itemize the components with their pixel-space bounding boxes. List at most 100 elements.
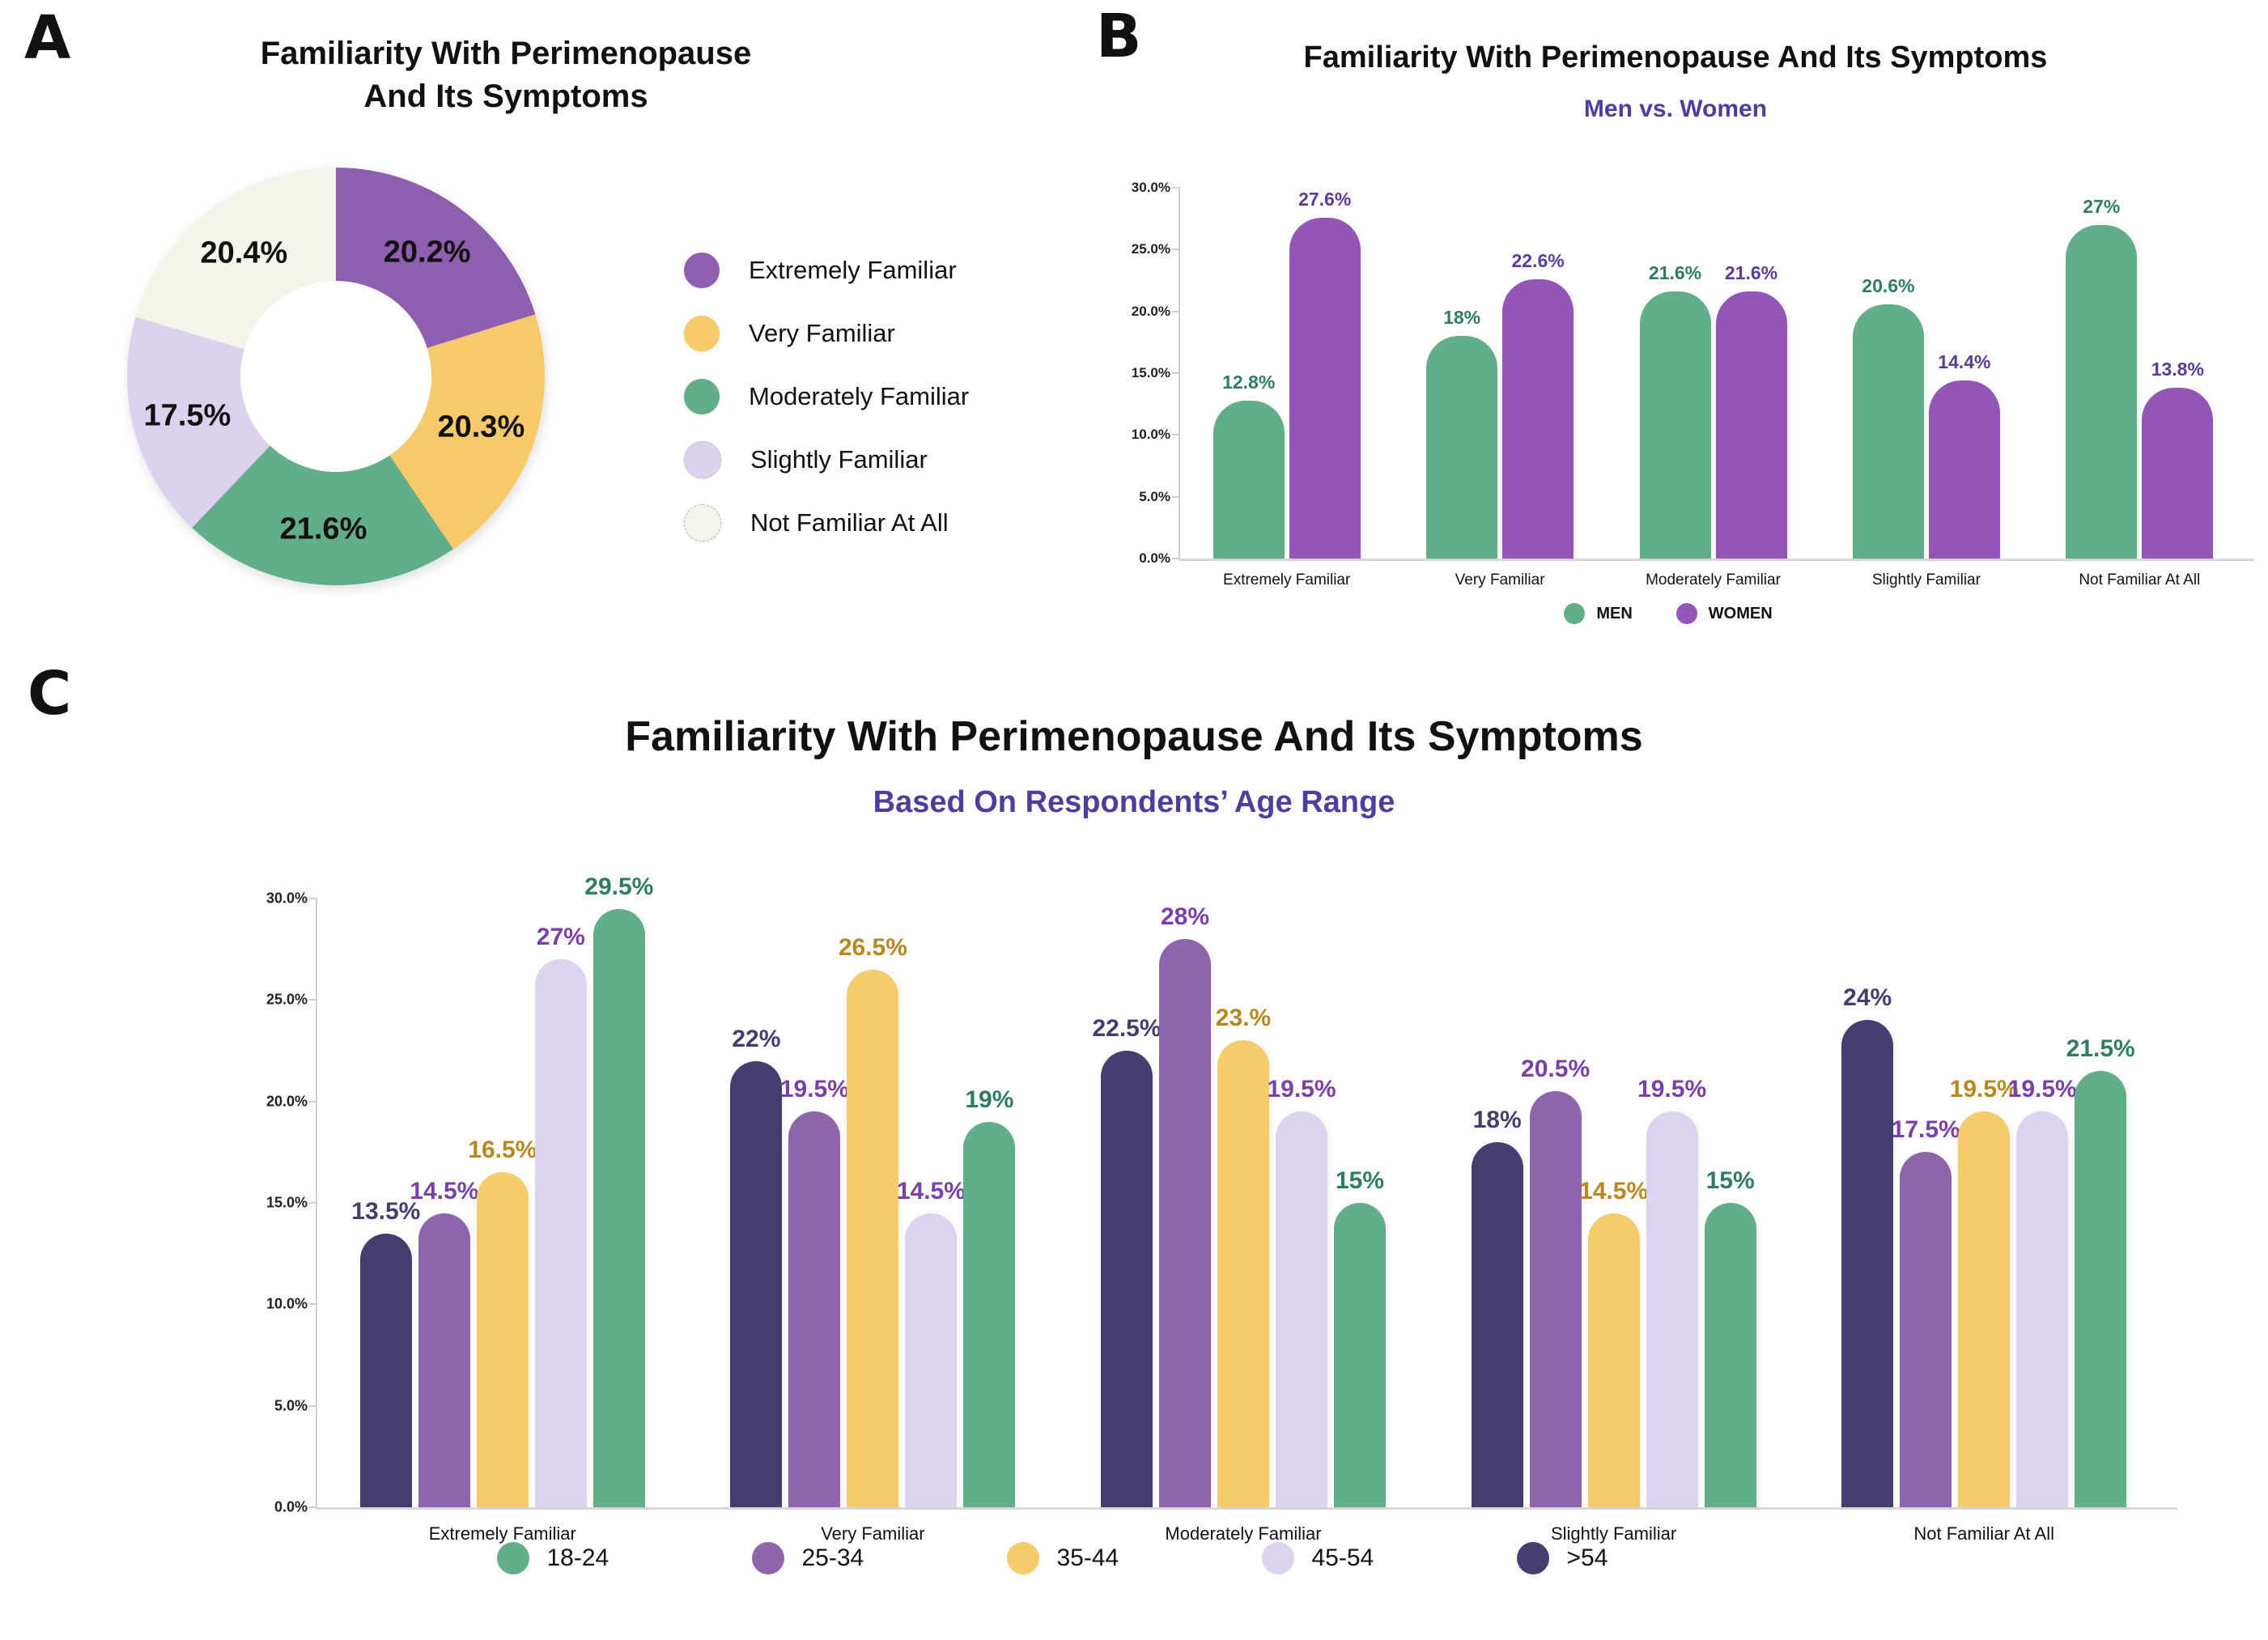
legend-swatch-age_18_24 bbox=[496, 1542, 529, 1574]
panel-a-legend-item[interactable]: Slightly Familiar bbox=[684, 428, 969, 491]
panel-c-title: Familiarity With Perimenopause And Its S… bbox=[625, 713, 1643, 760]
bar[interactable] bbox=[2016, 1111, 2069, 1507]
bar-value-label: 28% bbox=[1160, 903, 1210, 931]
bar-value-label: 22% bbox=[732, 1025, 781, 1052]
x-axis-category-label: Extremely Familiar bbox=[1223, 571, 1351, 588]
panel-a-donut-chart: A Familiarity With Perimenopause And Its… bbox=[0, 0, 1068, 664]
bar[interactable] bbox=[1159, 939, 1211, 1507]
bar[interactable] bbox=[1715, 291, 1787, 559]
bar[interactable] bbox=[1639, 291, 1711, 559]
bar-value-label: 20.5% bbox=[1521, 1056, 1591, 1083]
legend-swatch-men bbox=[1564, 603, 1586, 624]
y-axis-tickmark bbox=[309, 1404, 317, 1407]
panel-c-legend-label: 45-54 bbox=[1311, 1544, 1374, 1571]
bar-value-label: 18% bbox=[1443, 307, 1481, 329]
bar[interactable] bbox=[1852, 304, 1924, 559]
panel-a-legend-item[interactable]: Very Familiar bbox=[684, 302, 969, 365]
bar[interactable] bbox=[1529, 1091, 1582, 1507]
bar[interactable] bbox=[1502, 278, 1574, 559]
x-axis-category-label: Slightly Familiar bbox=[1871, 571, 1981, 588]
bar[interactable] bbox=[788, 1111, 841, 1507]
y-axis-tickmark bbox=[1172, 249, 1180, 251]
legend-swatch-very-familiar bbox=[684, 316, 720, 351]
legend-swatch-extremely-familiar bbox=[684, 253, 720, 288]
bar[interactable] bbox=[847, 969, 899, 1507]
bar[interactable] bbox=[1646, 1111, 1698, 1507]
y-axis-tick: 10.0% bbox=[265, 1295, 308, 1312]
panel-b-legend-label: MEN bbox=[1596, 604, 1633, 622]
bar-value-label: 21.6% bbox=[1648, 262, 1702, 284]
bar[interactable] bbox=[1217, 1040, 1269, 1507]
bar[interactable] bbox=[2142, 388, 2214, 559]
panel-b-legend-item[interactable]: MEN bbox=[1564, 603, 1633, 624]
donut-slice-value: 17.5% bbox=[143, 398, 231, 433]
panel-a-title: Familiarity With Perimenopause And Its S… bbox=[186, 32, 826, 118]
panel-b-legend-label: WOMEN bbox=[1708, 604, 1773, 622]
panel-a-legend-label: Very Familiar bbox=[749, 319, 895, 347]
y-axis-tick: 0.0% bbox=[274, 1498, 308, 1515]
panel-c-legend-item[interactable]: 18-24 bbox=[496, 1542, 752, 1574]
bar[interactable] bbox=[1928, 380, 2000, 559]
bar[interactable] bbox=[1426, 336, 1498, 559]
y-axis-tickmark bbox=[1172, 558, 1180, 559]
panel-c-legend-label: 35-44 bbox=[1056, 1544, 1119, 1571]
panel-a-legend-label: Extremely Familiar bbox=[749, 256, 957, 284]
bar[interactable] bbox=[359, 1233, 412, 1507]
panel-b-legend-item[interactable]: WOMEN bbox=[1676, 603, 1773, 624]
bar[interactable] bbox=[418, 1213, 470, 1507]
bar[interactable] bbox=[1101, 1051, 1153, 1507]
panel-c-legend-label: 25-34 bbox=[801, 1544, 864, 1571]
bar-value-label: 18% bbox=[1472, 1106, 1522, 1133]
x-axis-baseline bbox=[316, 1507, 2177, 1510]
legend-swatch-women bbox=[1676, 603, 1697, 624]
panel-b-subtitle: Men vs. Women bbox=[1583, 96, 1768, 122]
bar[interactable] bbox=[1289, 217, 1361, 559]
bar[interactable] bbox=[1704, 1203, 1756, 1507]
bar-value-label: 29.5% bbox=[584, 873, 654, 900]
panel-a-title-line2: And Its Symptoms bbox=[363, 78, 648, 114]
x-axis-category-label: Slightly Familiar bbox=[1550, 1523, 1677, 1544]
bar-value-label: 14.4% bbox=[1938, 351, 1991, 373]
bar[interactable] bbox=[534, 959, 587, 1507]
bar-value-label: 23.% bbox=[1215, 1005, 1272, 1032]
bar[interactable] bbox=[1213, 400, 1285, 559]
panel-a-letter: A bbox=[24, 3, 71, 73]
bar[interactable] bbox=[963, 1121, 1016, 1507]
bar[interactable] bbox=[592, 908, 645, 1507]
bar[interactable] bbox=[1276, 1111, 1327, 1507]
donut-slice[interactable] bbox=[192, 376, 454, 585]
bar[interactable] bbox=[730, 1060, 783, 1507]
panel-a-legend-item[interactable]: Moderately Familiar bbox=[684, 365, 969, 428]
bar-value-label: 13.5% bbox=[351, 1197, 421, 1225]
bar[interactable] bbox=[1900, 1152, 1952, 1507]
bar[interactable] bbox=[1334, 1203, 1386, 1507]
bar[interactable] bbox=[2075, 1071, 2127, 1507]
panel-a-legend-label: Slightly Familiar bbox=[750, 445, 928, 474]
y-axis-tick: 20.0% bbox=[1131, 303, 1170, 319]
bar[interactable] bbox=[905, 1213, 958, 1507]
panel-c-legend-item[interactable]: 25-34 bbox=[751, 1542, 1007, 1574]
y-axis-tick: 0.0% bbox=[1139, 550, 1170, 566]
panel-c-legend-item[interactable]: 45-54 bbox=[1261, 1542, 1517, 1574]
legend-swatch-age_over_54 bbox=[1516, 1542, 1549, 1574]
panel-c-plot-area: 0.0%5.0%10.0%15.0%20.0%25.0%30.0%13.5%14… bbox=[0, 664, 2268, 1544]
panel-c-legend-item[interactable]: >54 bbox=[1516, 1542, 1772, 1574]
legend-swatch-slightly-familiar bbox=[684, 441, 721, 478]
bar[interactable] bbox=[1587, 1213, 1640, 1507]
bar[interactable] bbox=[1841, 1020, 1894, 1507]
panel-c-legend-item[interactable]: 35-44 bbox=[1006, 1542, 1262, 1574]
bar-value-label: 17.5% bbox=[1891, 1116, 1960, 1144]
y-axis-tick: 20.0% bbox=[265, 1093, 308, 1110]
panel-a-legend-item[interactable]: Not Familiar At All bbox=[684, 491, 969, 554]
bar[interactable] bbox=[1958, 1111, 2011, 1507]
panel-a-legend-item[interactable]: Extremely Familiar bbox=[684, 239, 969, 302]
bar[interactable] bbox=[2066, 224, 2138, 559]
y-axis-tickmark bbox=[309, 898, 317, 899]
panel-b-plot-area: 0.0%5.0%10.0%15.0%20.0%25.0%30.0%12.8%27… bbox=[1068, 0, 2268, 588]
bar[interactable] bbox=[476, 1172, 529, 1507]
legend-swatch-age_35_44 bbox=[1006, 1542, 1039, 1574]
bar[interactable] bbox=[1471, 1141, 1523, 1507]
y-axis-tickmark bbox=[309, 1303, 317, 1306]
bar-value-label: 22.5% bbox=[1092, 1015, 1162, 1042]
